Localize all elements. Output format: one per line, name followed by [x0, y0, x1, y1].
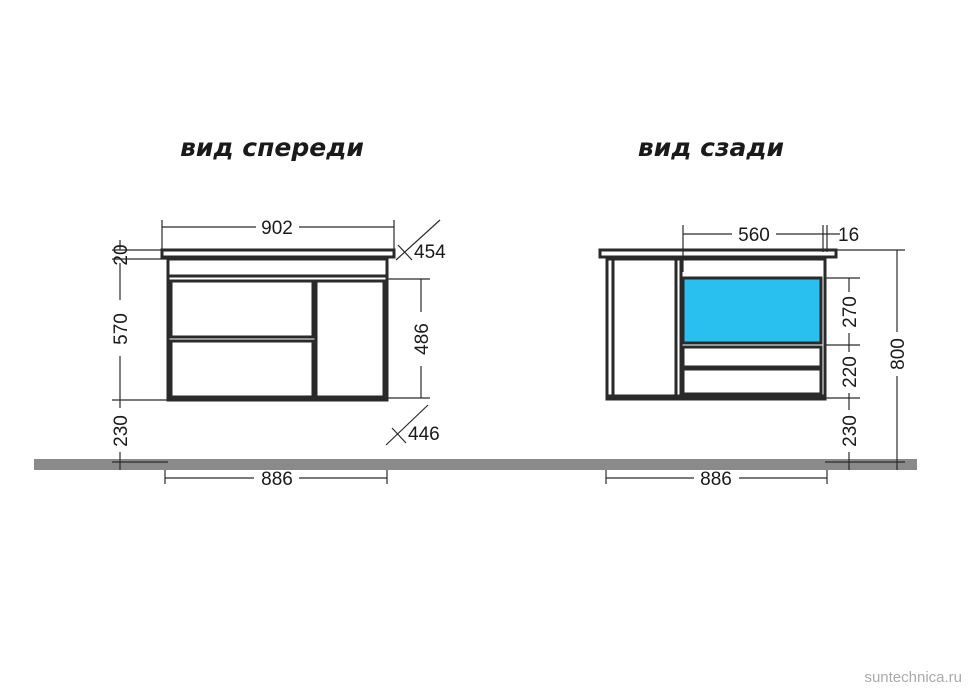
- front-depth-top-leader: [395, 219, 441, 261]
- back-dim-leg-height: 230: [840, 415, 861, 447]
- front-view-title: вид спереди: [180, 133, 364, 162]
- front-dim-top-thickness: 20: [111, 244, 132, 265]
- back-view-title: вид сзади: [638, 133, 784, 162]
- front-cabinet-body: [166, 257, 389, 402]
- back-drawer-upper: [681, 345, 823, 369]
- front-dim-top-width: 902: [261, 218, 293, 239]
- front-depth-bottom-leader: [385, 404, 429, 446]
- front-depth-bottom-tick: [391, 427, 407, 444]
- back-drawer-lower: [681, 367, 823, 396]
- front-view: 902 20 570 230 486 454 446 886: [111, 218, 446, 490]
- front-dim-door-height: 486: [412, 323, 433, 355]
- back-opening-frame: [681, 276, 823, 345]
- watermark: suntechnica.ru: [864, 669, 962, 686]
- floor-line: [34, 459, 917, 470]
- back-dim-opening-width: 560: [738, 225, 770, 246]
- front-drawer-upper: [169, 279, 315, 339]
- back-dim-side-offset: 16: [838, 225, 859, 246]
- front-dim-depth-top: 454: [414, 242, 446, 263]
- front-depth-top-tick: [397, 244, 413, 261]
- back-dim-total-height: 800: [888, 338, 909, 370]
- front-dim-leg-height: 230: [111, 415, 132, 447]
- front-door: [314, 279, 386, 399]
- back-countertop: [598, 248, 838, 259]
- back-view: 560 16 270 220 230 800 886: [598, 225, 909, 490]
- back-dim-lower-height: 220: [840, 356, 861, 388]
- back-dim-bottom-width: 886: [700, 469, 732, 490]
- front-dim-bottom-width: 886: [261, 469, 293, 490]
- front-dim-depth-bottom: 446: [408, 424, 440, 445]
- back-opening-panel: [683, 278, 821, 343]
- front-countertop: [160, 248, 396, 259]
- back-dim-opening-height: 270: [840, 296, 861, 328]
- back-cabinet-body: [605, 257, 827, 401]
- front-dim-body-height: 570: [111, 313, 132, 345]
- front-drawer-lower: [169, 339, 315, 399]
